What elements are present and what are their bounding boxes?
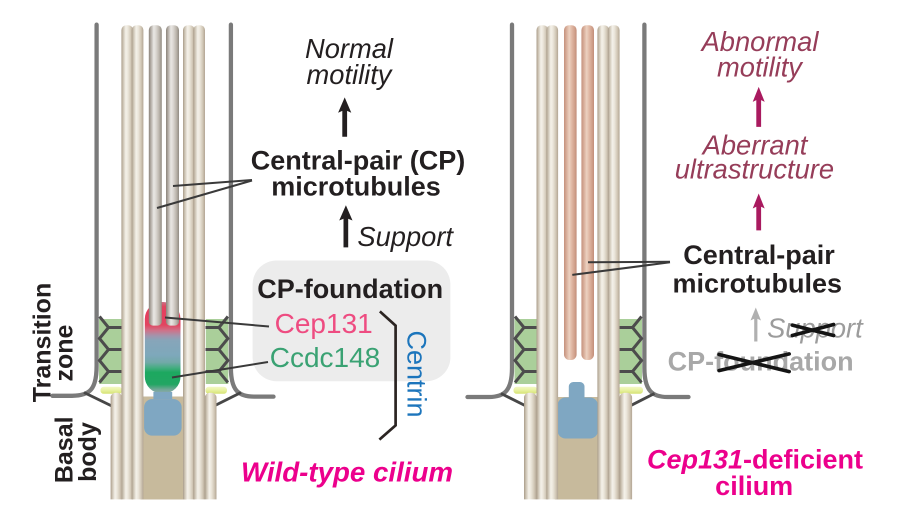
svg-text:Central-pair (CP): Central-pair (CP): [251, 145, 466, 175]
svg-text:Cep131-deficient: Cep131-deficient: [647, 444, 863, 474]
svg-text:motility: motility: [307, 59, 394, 90]
svg-text:Central-pair: Central-pair: [683, 240, 835, 270]
svg-text:cilium: cilium: [715, 471, 793, 501]
svg-text:zone: zone: [51, 324, 79, 381]
svg-text:microtubules: microtubules: [271, 171, 441, 201]
svg-text:motility: motility: [717, 52, 804, 83]
svg-text:body: body: [74, 422, 102, 482]
svg-text:Basal: Basal: [51, 416, 79, 483]
svg-text:Cep131: Cep131: [275, 308, 373, 339]
svg-text:ultrastructure: ultrastructure: [675, 154, 834, 185]
svg-text:Support: Support: [357, 221, 454, 252]
svg-text:Aberrant: Aberrant: [701, 129, 809, 160]
svg-text:Normal: Normal: [305, 33, 394, 64]
svg-text:CP-foundation: CP-foundation: [257, 274, 443, 304]
svg-text:Transition: Transition: [29, 283, 57, 402]
svg-text:Ccdc148: Ccdc148: [270, 342, 381, 373]
svg-text:microtubules: microtubules: [673, 268, 843, 298]
svg-text:Centrin: Centrin: [402, 330, 432, 417]
svg-text:Abnormal: Abnormal: [700, 26, 820, 57]
svg-text:Wild-type cilium: Wild-type cilium: [241, 457, 453, 488]
